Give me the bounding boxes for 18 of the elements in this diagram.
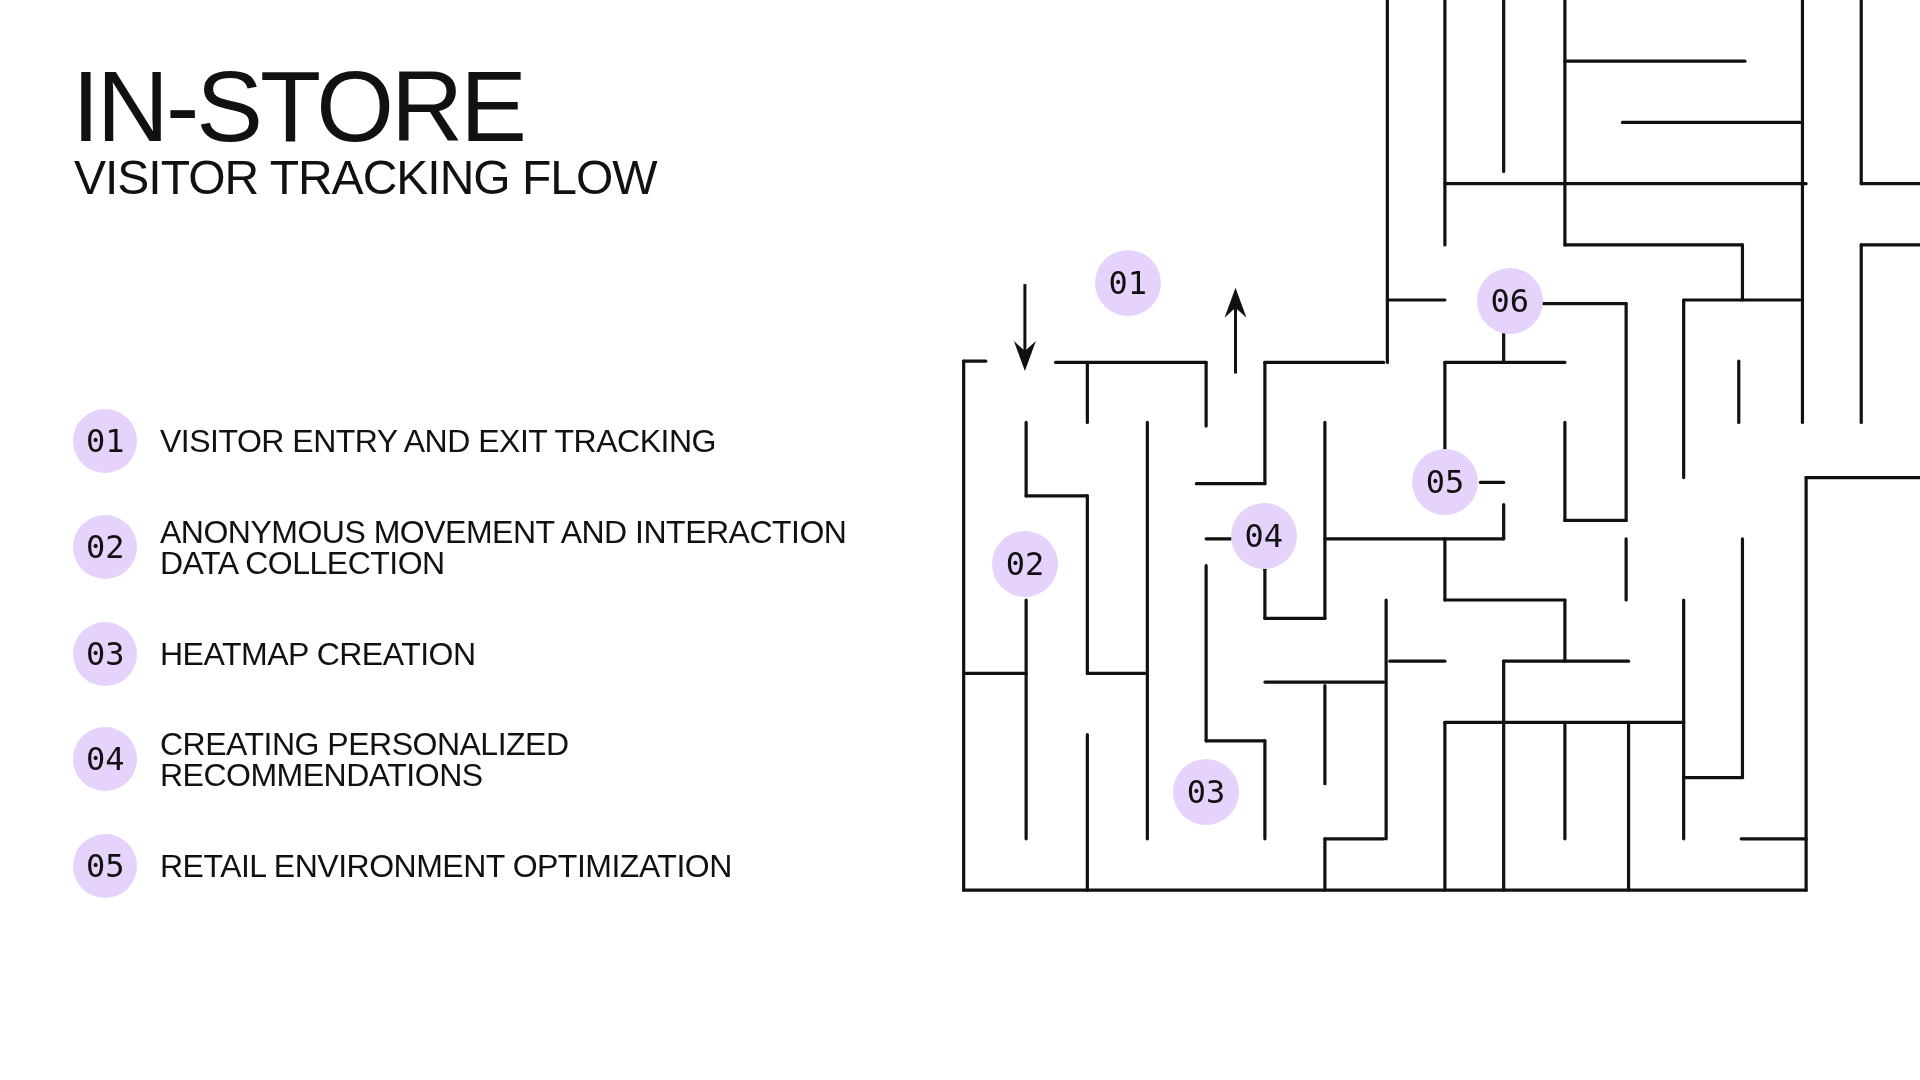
number-badge: 03 <box>1173 759 1240 826</box>
step-label: VISITOR ENTRY AND EXIT TRACKING <box>160 425 717 456</box>
step-label: CREATING PERSONALIZED RECOMMENDATIONS <box>160 728 570 790</box>
number-badge: 05 <box>73 833 138 898</box>
step-label: RETAIL ENVIRONMENT OPTIMIZATION <box>160 850 733 881</box>
title: IN-STORE <box>72 56 524 156</box>
step-label: ANONYMOUS MOVEMENT AND INTERACTION DATA COLLECTION <box>160 516 848 578</box>
number-badge: 05 <box>1411 449 1478 516</box>
number-badge: 02 <box>991 531 1058 598</box>
number-badge: 03 <box>73 621 138 686</box>
number-badge: 01 <box>1094 249 1161 316</box>
number-badge: 01 <box>73 408 138 473</box>
number-badge: 04 <box>73 727 138 792</box>
number-badge: 06 <box>1476 268 1543 335</box>
subtitle: VISITOR TRACKING FLOW <box>74 154 657 202</box>
number-badge: 04 <box>1230 503 1297 570</box>
step-label: HEATMAP CREATION <box>160 638 477 670</box>
number-badge: 02 <box>73 515 138 580</box>
